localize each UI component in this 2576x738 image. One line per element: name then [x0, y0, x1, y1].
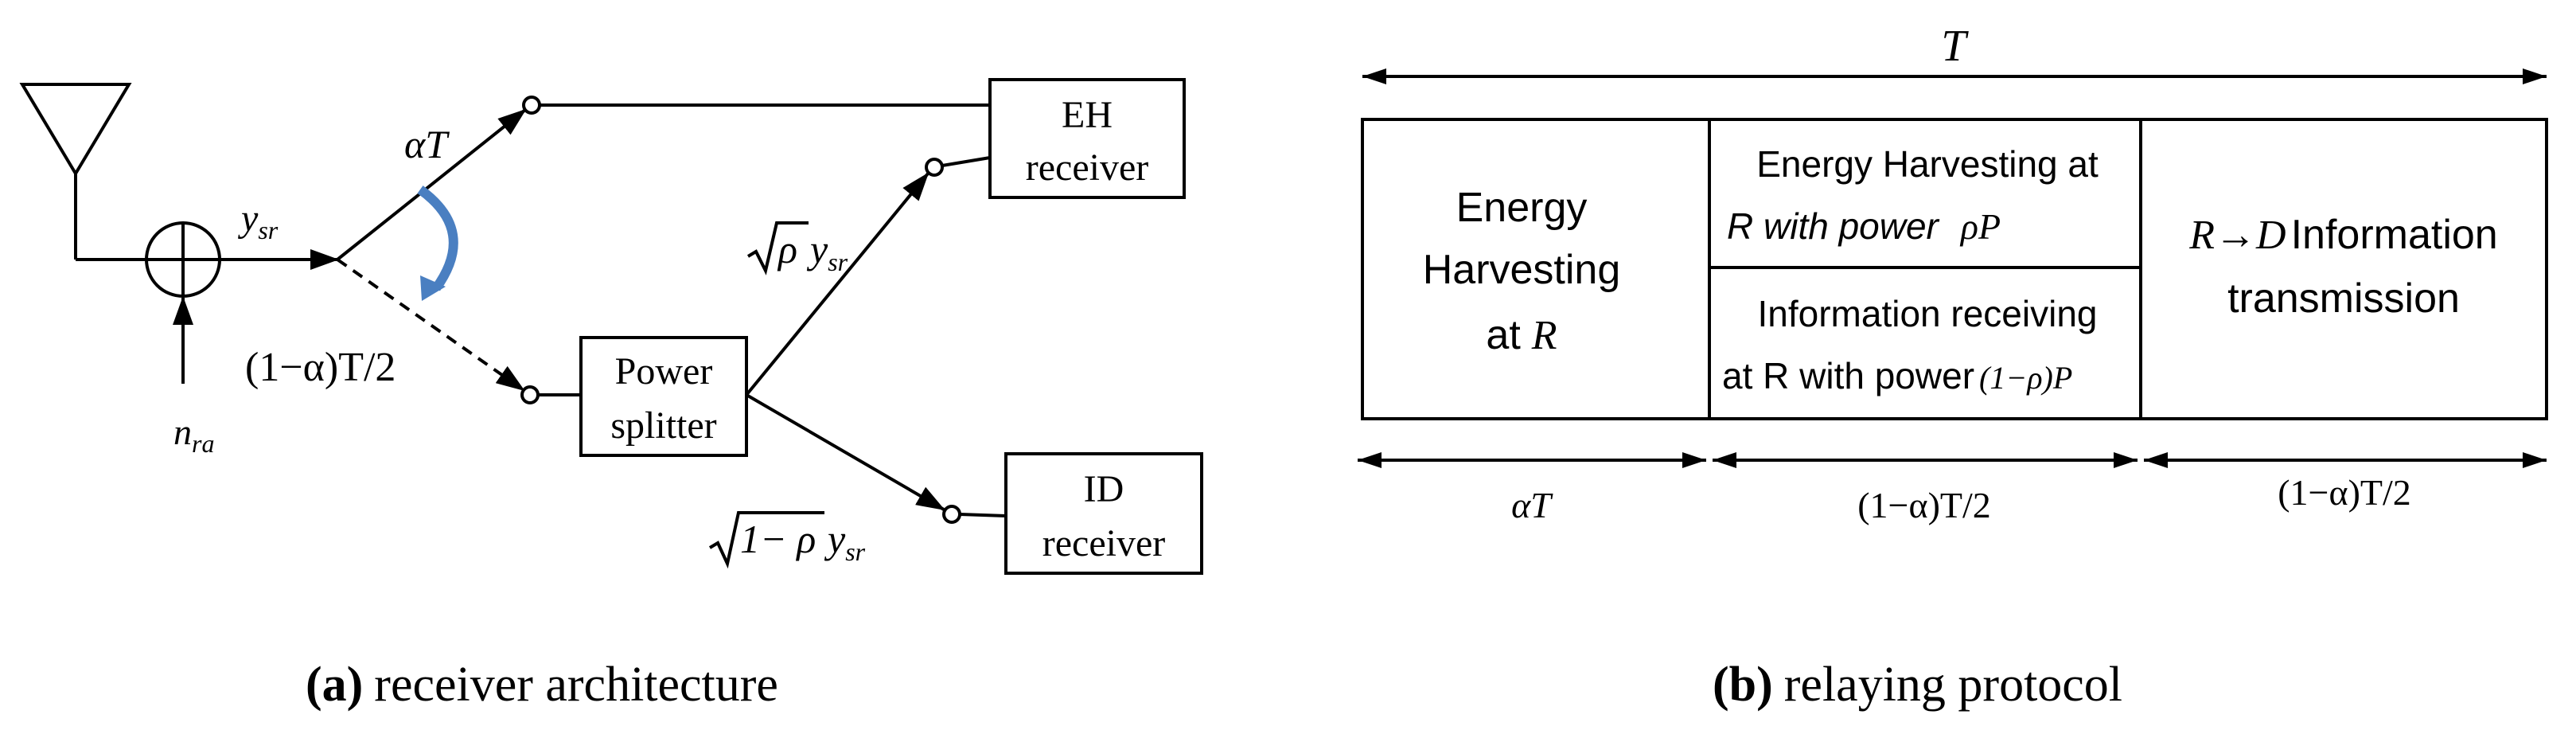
power-splitter-box [579, 336, 748, 457]
adder-icon [145, 221, 221, 298]
sqrt-rho-label: ρ ysr [746, 221, 848, 276]
block2-bottom-line2: at R with power(1−ρ)P [1722, 355, 2072, 396]
signal-label: ysr [237, 197, 279, 244]
splitter-to-eh-line [745, 172, 929, 396]
block1-line2: Harvesting [1423, 247, 1621, 293]
eh-input-contact [925, 158, 944, 177]
one-minus-alpha-label: (1−α)T/2 [245, 345, 396, 390]
id-input-contact [942, 505, 961, 524]
block3-line2: transmission [2227, 275, 2460, 322]
sqrt-one-minus-rho-label: 1− ρ ysr [708, 511, 866, 569]
id-input-line [959, 513, 1007, 517]
alpha-t-label: αT [404, 122, 450, 166]
panel-a-receiver-architecture: nra ysr αT (1−α)T/2 EH receiver Power sp… [19, 78, 1203, 712]
eh-input-line [941, 156, 991, 167]
svg-text:ysr: ysr [824, 517, 866, 566]
noise-label: nra [173, 412, 214, 458]
id-receiver-line2: receiver [1042, 522, 1166, 564]
interval3-label: (1−α)T/2 [2278, 472, 2411, 513]
splitter-to-id-line [745, 393, 945, 511]
svg-text:1− ρ: 1− ρ [740, 517, 816, 561]
id-receiver-line1: ID [1084, 468, 1124, 510]
switch-upper-contact [522, 96, 541, 115]
interval1-label: αT [1511, 485, 1553, 525]
switch-lower-contact [520, 385, 540, 404]
power-splitter-line2: splitter [610, 404, 716, 447]
power-splitter-line1: Power [615, 350, 713, 392]
antenna-icon [19, 83, 147, 261]
id-receiver-box [1004, 452, 1203, 575]
block1-line1: Energy [1456, 185, 1588, 231]
switch-upper-branch [336, 108, 527, 261]
caption-b: (b)relaying protocol [1713, 658, 2122, 712]
total-time-label: T [1941, 21, 1969, 71]
block2-top-line1: Energy Harvesting at [1756, 143, 2099, 185]
caption-a: (a)receiver architecture [306, 658, 778, 712]
eh-receiver-line1: EH [1062, 94, 1113, 136]
interval2-label: (1−α)T/2 [1857, 485, 1991, 525]
switch-curved-arrow [417, 185, 458, 291]
block2-bottom-line1: Information receiving [1758, 293, 2098, 334]
switch-curved-arrow-head [420, 275, 446, 301]
eh-receiver-line2: receiver [1026, 146, 1149, 189]
svg-text:ρ: ρ [777, 227, 797, 271]
eh-receiver-box [988, 78, 1186, 199]
svg-text:ysr: ysr [806, 227, 848, 276]
